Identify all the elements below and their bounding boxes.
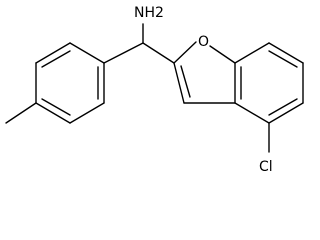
benz-bond-4 xyxy=(268,102,304,124)
bond-c-tolyl xyxy=(103,42,144,64)
furan-o-c7a xyxy=(209,45,236,64)
furan-double xyxy=(180,65,191,98)
tolyl-double-2 xyxy=(41,98,71,116)
tolyl-bond-2 xyxy=(35,42,71,64)
aminomethyl-bonds xyxy=(103,23,175,64)
tolyl-ring xyxy=(5,42,105,124)
tolyl-bond-1 xyxy=(69,42,105,64)
bond-c-furan xyxy=(142,42,175,64)
benz-double-1 xyxy=(268,50,298,68)
tolyl-bond-5 xyxy=(69,102,105,124)
amine-label: NH2 xyxy=(134,5,164,21)
tolyl-bond-4 xyxy=(35,102,71,124)
tolyl-double-1 xyxy=(41,50,71,68)
chemical-structure-diagram: NH2 O Cl xyxy=(5,5,304,175)
benz-bond-1 xyxy=(234,42,270,64)
furan-c3-c2 xyxy=(173,62,185,104)
benz-bond-2 xyxy=(268,42,304,64)
benz-bond-5 xyxy=(234,102,270,124)
benz-double-2 xyxy=(268,98,298,116)
methyl-bond xyxy=(5,102,37,124)
oxygen-label: O xyxy=(198,34,209,50)
furan-ring xyxy=(173,41,236,104)
benzene-ring xyxy=(234,42,304,153)
chlorine-label: Cl xyxy=(259,159,273,175)
furan-c2-o xyxy=(173,41,197,64)
